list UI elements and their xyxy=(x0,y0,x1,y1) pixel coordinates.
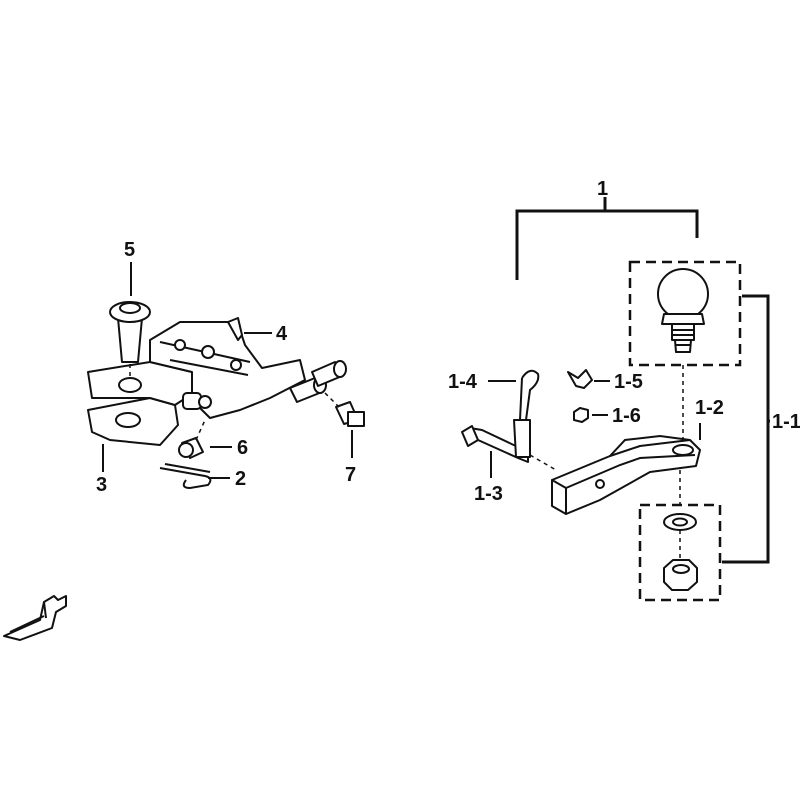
upper-plate-hole xyxy=(118,377,142,393)
lower-plate-hole xyxy=(115,412,141,428)
callout-1-5: 1-5 xyxy=(614,371,643,393)
boss-end-2 xyxy=(333,360,347,378)
callout-2: 2 xyxy=(235,468,246,490)
hitch-pin-1-3 xyxy=(461,419,531,463)
callout-1-1: 1-1 xyxy=(772,411,800,433)
ball-mount-drawbar xyxy=(551,434,701,515)
hair-pin-clip xyxy=(159,463,212,490)
lock-washer xyxy=(663,513,697,531)
hitch-pin xyxy=(109,301,151,380)
drawbar-ball-hole xyxy=(672,444,694,456)
alignment-line xyxy=(679,365,684,560)
callout-1-4: 1-4 xyxy=(448,371,478,393)
frame-hole-3 xyxy=(230,359,242,371)
callout-7: 7 xyxy=(345,464,356,486)
pin-alignment-line xyxy=(529,454,557,471)
callout-5: 5 xyxy=(124,239,135,261)
front-direction-arrow-icon xyxy=(3,595,67,641)
callout-1-6: 1-6 xyxy=(612,405,641,427)
frame-tab xyxy=(227,317,243,341)
hitch-bracket-assembly xyxy=(87,317,347,446)
callout-1-2: 1-2 xyxy=(695,397,724,419)
hinge-pin-head xyxy=(198,395,212,409)
callout-6: 6 xyxy=(237,437,248,459)
callout-bracket-1-1 xyxy=(722,294,770,564)
bolt-6 xyxy=(178,419,206,459)
frame-hole-2 xyxy=(201,345,215,359)
cap-nut-1-6 xyxy=(573,407,589,423)
callout-4: 4 xyxy=(276,323,288,345)
hitch-ball xyxy=(657,268,709,353)
callout-1: 1 xyxy=(597,178,608,200)
frame-hole-1 xyxy=(174,339,186,351)
drawbar-pin-hole xyxy=(595,479,605,489)
r-clip-1-4 xyxy=(519,369,540,421)
callout-1-3: 1-3 xyxy=(474,483,503,505)
hex-nut xyxy=(663,559,698,591)
bolt-7 xyxy=(324,392,365,427)
wing-nut-1-5 xyxy=(567,369,593,389)
dashed-box-ball xyxy=(628,260,742,367)
frame-edge-2 xyxy=(169,359,249,376)
callout-3: 3 xyxy=(96,474,107,496)
callout-bracket-1 xyxy=(515,197,699,280)
